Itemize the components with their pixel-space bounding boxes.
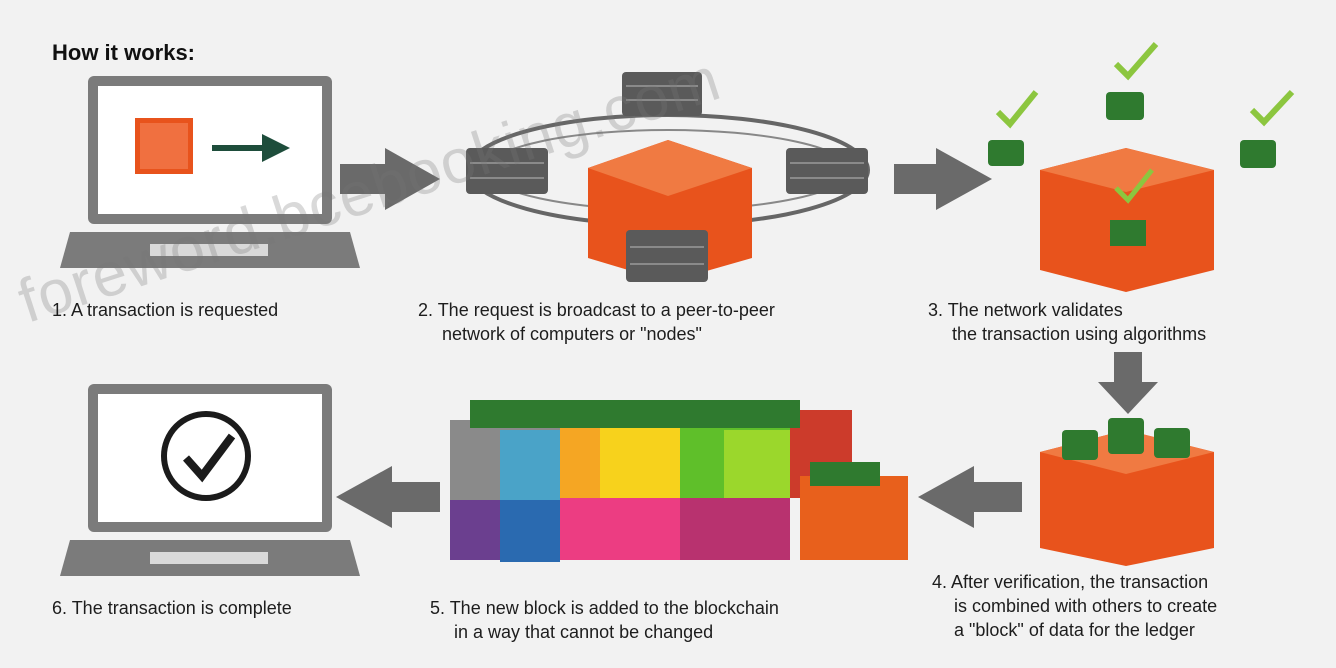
step-caption-3: 3. The network validates the transaction…	[928, 298, 1206, 346]
page-title: How it works:	[52, 40, 196, 65]
caption-line: 4. After verification, the transaction	[932, 572, 1209, 592]
server-node-icon	[466, 148, 548, 194]
caption-line: network of computers or "nodes"	[442, 324, 702, 344]
arrow-icon	[212, 134, 290, 162]
caption-line: 5. The new block is added to the blockch…	[430, 598, 779, 618]
checkmark-circle-icon	[161, 411, 251, 501]
arrow-icon	[894, 148, 992, 210]
caption-line: is combined with others to create	[954, 596, 1218, 616]
step-caption-6: 6. The transaction is complete	[52, 596, 292, 620]
step-caption-2: 2. The request is broadcast to a peer-to…	[418, 298, 775, 346]
step-caption-5: 5. The new block is added to the blockch…	[430, 596, 779, 644]
caption-line: in a way that cannot be changed	[454, 622, 714, 642]
caption-line: the transaction using algorithms	[952, 324, 1207, 344]
step-caption-4: 4. After verification, the transaction i…	[932, 570, 1217, 642]
caption-line: a "block" of data for the ledger	[954, 620, 1195, 640]
arrow-icon	[1098, 352, 1158, 414]
step-caption-1: 1. A transaction is requested	[52, 298, 278, 322]
server-node-icon	[622, 72, 702, 116]
caption-line: 3. The network validates	[928, 300, 1123, 320]
caption-line: 6. The transaction is complete	[52, 598, 292, 618]
transaction-square-icon	[135, 118, 193, 174]
server-node-icon	[988, 92, 1276, 168]
validation-block	[1040, 148, 1214, 292]
server-node-icon	[786, 148, 868, 194]
blockchain-block-icon	[450, 400, 908, 562]
caption-line: 2. The request is broadcast to a peer-to…	[418, 300, 775, 320]
arrow-icon	[918, 466, 1022, 528]
server-node-icon	[626, 230, 708, 282]
blockchain-block-icon	[1040, 418, 1214, 566]
check-icon	[995, 42, 1295, 204]
arrow-icon	[336, 466, 440, 528]
caption-line: 1. A transaction is requested	[52, 300, 279, 320]
arrow-icon	[340, 148, 440, 210]
